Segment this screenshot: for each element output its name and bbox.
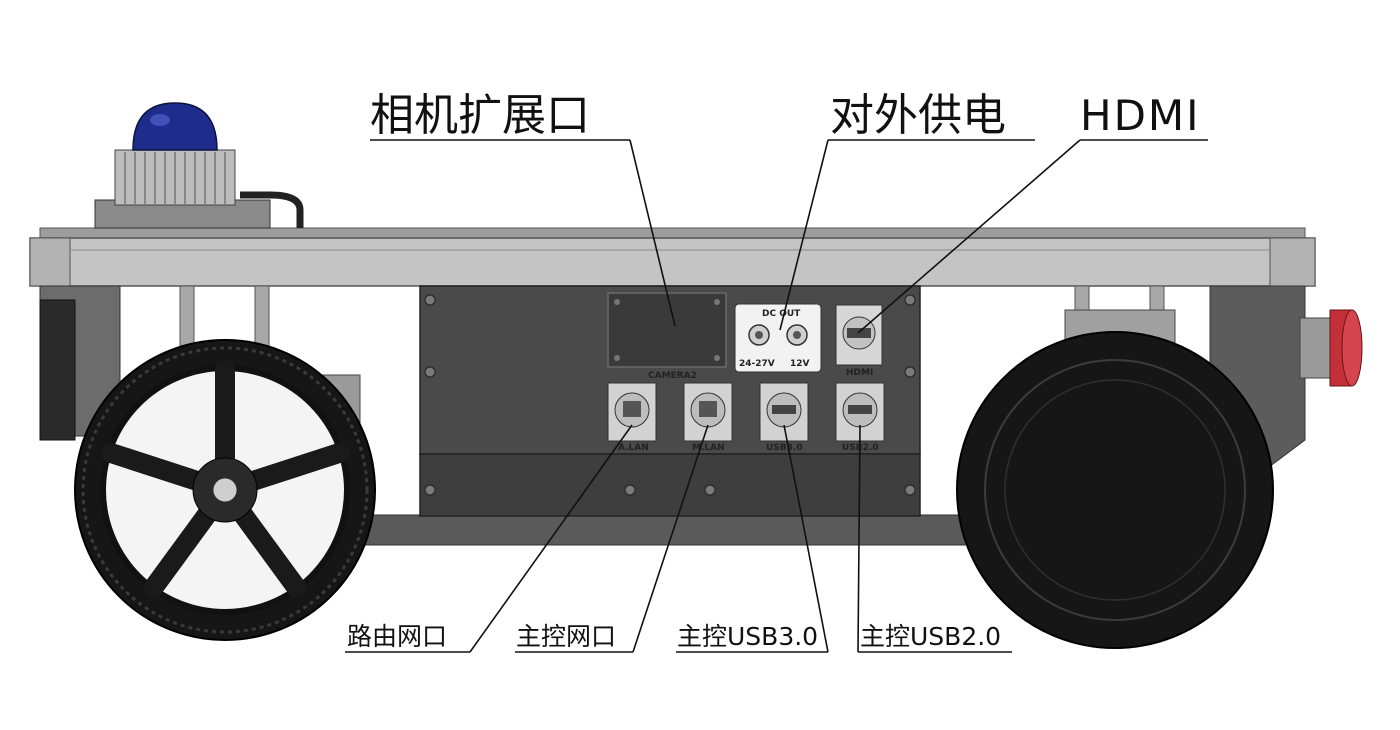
callout-camera-expansion: 相机扩展口 — [370, 90, 590, 141]
beacon-light — [94, 102, 304, 229]
left-wheel — [74, 339, 376, 641]
a-lan-marking: A.LAN — [618, 443, 649, 453]
camera-port-plate — [607, 292, 727, 368]
callout-main-usb2: 主控USB2.0 — [860, 622, 1001, 651]
callout-hdmi: HDMI — [1080, 91, 1201, 140]
voltage-high-marking: 24-27V — [739, 359, 775, 369]
m-lan-marking: M.LAN — [692, 443, 725, 453]
callout-main-usb3: 主控USB3.0 — [677, 622, 818, 651]
dc-out-plate — [734, 303, 822, 373]
right-wheel — [956, 309, 1274, 649]
callout-main-lan: 主控网口 — [516, 622, 616, 651]
camera-marking: CAMERA2 — [648, 371, 697, 381]
emergency-stop — [1299, 309, 1363, 387]
usb3-marking: USB3.0 — [766, 443, 803, 453]
hdmi-marking: HDMI — [846, 368, 873, 378]
callout-leaders — [345, 139, 1208, 653]
voltage-low-marking: 12V — [790, 359, 810, 369]
dc-out-marking: DC OUT — [762, 309, 801, 319]
callout-router-lan: 路由网口 — [347, 622, 447, 651]
control-panel: CAMERA2 DC OUT 24-27V 12V HDMI A.LAN M.L… — [419, 285, 921, 517]
callout-external-power: 对外供电 — [830, 90, 1006, 141]
